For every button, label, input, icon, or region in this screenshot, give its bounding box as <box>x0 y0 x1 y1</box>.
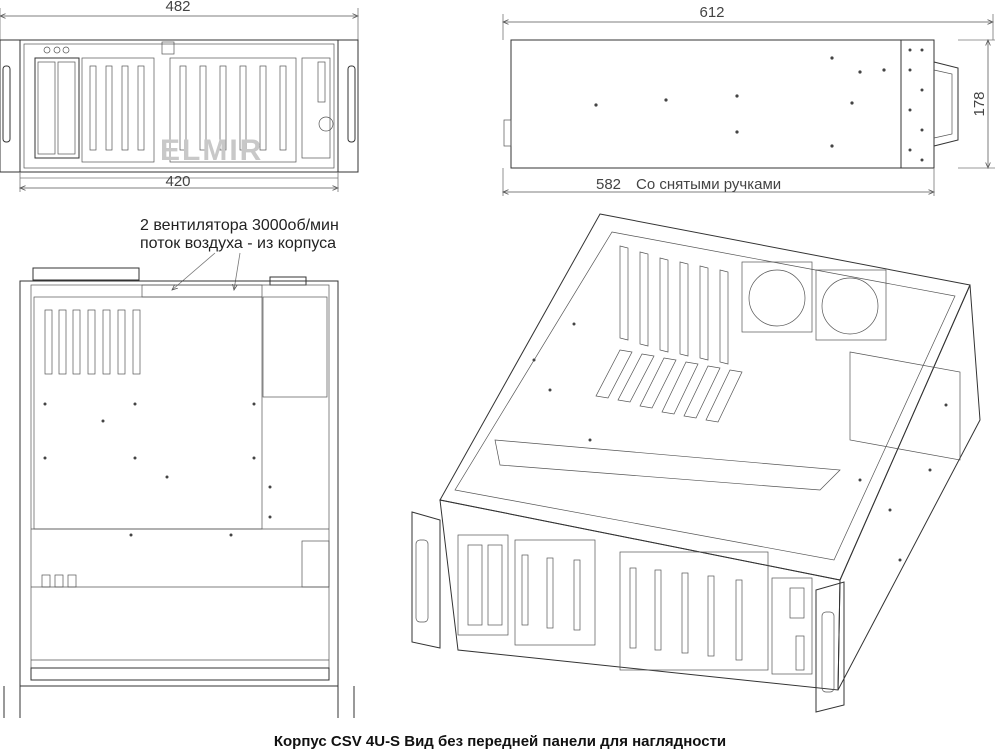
dim-582-label: 582 <box>596 176 621 193</box>
dim-178-label: 178 <box>971 91 988 116</box>
side-chassis <box>510 39 902 169</box>
top-chassis <box>19 280 339 687</box>
dim-420-label: 420 <box>165 173 190 190</box>
fan-note-line1: 2 вентилятора 3000об/мин <box>140 217 339 234</box>
iso-front-panel <box>439 499 841 691</box>
iso-top-outline <box>439 213 971 581</box>
dim-612-label: 612 <box>699 4 724 21</box>
isometric-view <box>411 213 981 713</box>
front-view: 482 ELMIR 420 <box>0 0 358 192</box>
dim-582-note: Со снятыми ручками <box>636 176 781 193</box>
top-view: 2 вентилятора 3000об/мин поток воздуха -… <box>3 217 355 718</box>
dim-482-label: 482 <box>165 0 190 15</box>
side-ear <box>900 39 935 169</box>
figure-caption: Корпус CSV 4U-S Вид без передней панели … <box>273 733 727 750</box>
side-view: 612 178 582 Со снятыми ручками <box>503 4 995 196</box>
front-chassis <box>19 39 339 173</box>
fan-note-line2: поток воздуха - из корпуса <box>140 235 336 252</box>
watermark: ELMIR <box>160 134 263 167</box>
